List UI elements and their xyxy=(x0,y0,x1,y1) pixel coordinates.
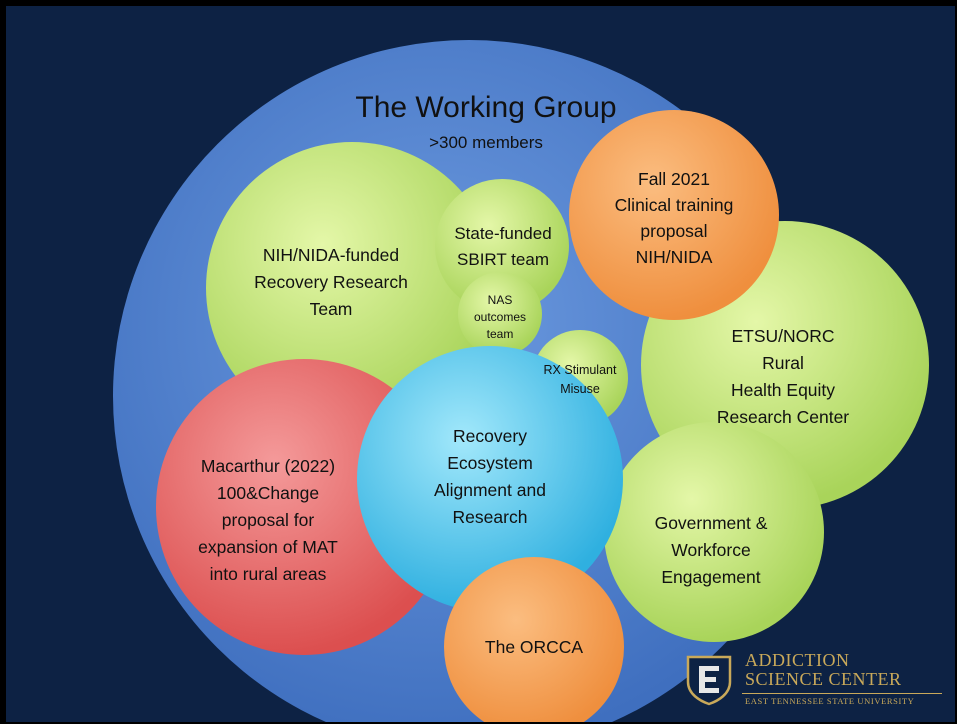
bubble-state-sbirt xyxy=(435,179,569,313)
label-macarthur: Macarthur (2022) 100&Change proposal for… xyxy=(198,455,338,584)
logo-line-2: SCIENCE CENTER xyxy=(745,669,902,689)
bubble-diagram xyxy=(113,40,929,722)
label-government: Government & Workforce Engagement xyxy=(654,512,768,587)
bubble-recovery-ecosystem xyxy=(357,346,623,612)
bubble-nas-outcomes xyxy=(458,272,542,356)
label-recovery-ecosystem: Recovery Ecosystem Alignment and Researc… xyxy=(434,426,546,527)
label-etsu-norc: ETSU/NORC Rural Health Equity Research C… xyxy=(716,326,850,427)
bubble-nih-recovery xyxy=(206,142,498,434)
bubble-fall-2021 xyxy=(569,110,779,320)
etsu-e-shield-icon xyxy=(686,655,732,706)
label-nih-recovery: NIH/NIDA-funded Recovery Research Team xyxy=(254,244,408,319)
label-state-sbirt: State-funded SBIRT team xyxy=(454,224,552,269)
label-fall-2021: Fall 2021 Clinical training proposal NIH… xyxy=(614,169,734,267)
label-nas-outcomes: NAS outcomes team xyxy=(473,292,527,341)
bubble-government xyxy=(604,422,824,642)
bubble-orcca xyxy=(444,557,624,722)
logo-line-1: ADDICTION xyxy=(745,650,850,670)
addiction-science-center-logo: ADDICTION SCIENCE CENTER EAST TENNESSEE … xyxy=(682,651,950,721)
logo-divider xyxy=(742,693,942,694)
logo-text: ADDICTION SCIENCE CENTER xyxy=(745,651,902,689)
main-title: The Working Group xyxy=(355,91,617,124)
label-rx-stimulant: RX Stimulant Misuse xyxy=(543,363,617,396)
main-subtitle: >300 members xyxy=(429,133,543,152)
logo-university: EAST TENNESSEE STATE UNIVERSITY xyxy=(745,696,915,706)
label-orcca: The ORCCA xyxy=(484,636,584,657)
